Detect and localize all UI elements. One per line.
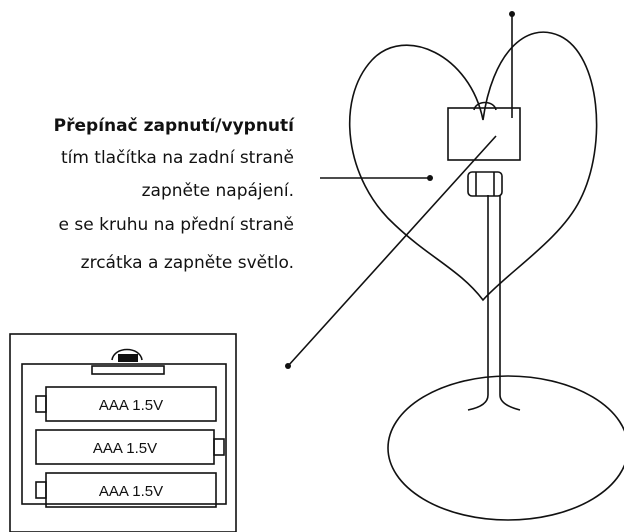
battery-label-3: AAA 1.5V (99, 483, 163, 500)
leader-dot-top (509, 11, 515, 17)
switch-knob (473, 101, 497, 111)
battery-2 (35, 429, 225, 465)
instruction-line-2: zapněte napájení. (141, 181, 294, 201)
instruction-line-4: zrcátka a zapněte světlo. (80, 253, 294, 273)
battery-label-2: AAA 1.5V (93, 440, 157, 457)
leader-dot-diagonal (285, 363, 291, 369)
compartment-clip (111, 348, 143, 361)
battery-label-1: AAA 1.5V (99, 397, 163, 414)
stand-clamp (467, 171, 503, 197)
heart-mirror-outline (348, 31, 598, 302)
leader-line-diagonal (287, 135, 497, 367)
battery-compartment-inner (21, 363, 227, 505)
battery-1 (35, 386, 217, 422)
instruction-line-3: e se kruhu na přední straně (58, 215, 294, 235)
switch-box (447, 107, 521, 161)
mirror-stand (467, 195, 521, 411)
instruction-line-1: tím tlačítka na zadní straně (60, 148, 294, 168)
battery-compartment-outer (9, 333, 237, 532)
switch-title: Přepínač zapnutí/vypnutí (53, 116, 294, 136)
leader-dot-switch (427, 175, 433, 181)
oval-base (387, 375, 624, 521)
battery-3 (35, 472, 217, 508)
